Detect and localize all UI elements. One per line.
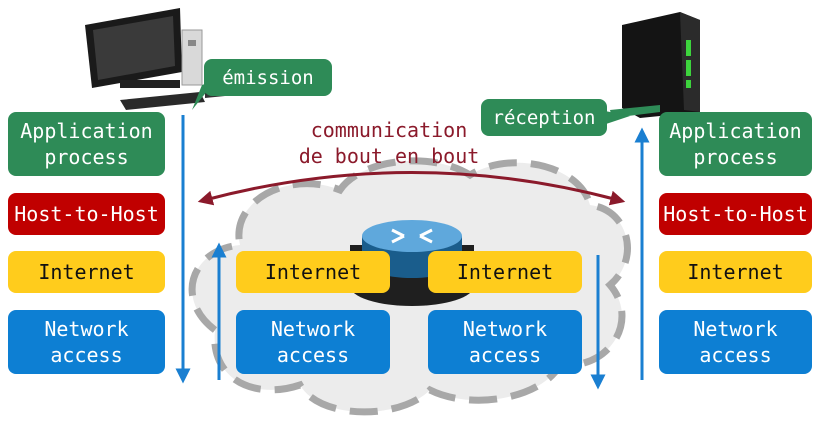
router-left-internet-layer: Internet	[236, 251, 390, 293]
end-to-end-label: communication de bout en bout	[298, 118, 480, 168]
right-network-access-layer: Network access	[659, 310, 812, 374]
server-tower-icon	[610, 12, 700, 118]
right-host-to-host-layer: Host-to-Host	[659, 193, 812, 235]
reception-bubble-tail	[600, 110, 630, 126]
end-to-end-arrow	[197, 171, 626, 206]
left-internet-layer: Internet	[8, 251, 165, 293]
router-left-network-access-layer: Network access	[236, 310, 390, 374]
right-application-layer: Application process	[659, 112, 812, 176]
left-network-access-layer: Network access	[8, 310, 165, 374]
right-internet-layer: Internet	[659, 251, 812, 293]
reception-label: réception	[481, 99, 607, 136]
emission-label: émission	[204, 59, 332, 96]
router-right-internet-layer: Internet	[428, 251, 582, 293]
left-host-to-host-layer: Host-to-Host	[8, 193, 165, 235]
left-application-layer: Application process	[8, 112, 165, 176]
router-right-network-access-layer: Network access	[428, 310, 582, 374]
